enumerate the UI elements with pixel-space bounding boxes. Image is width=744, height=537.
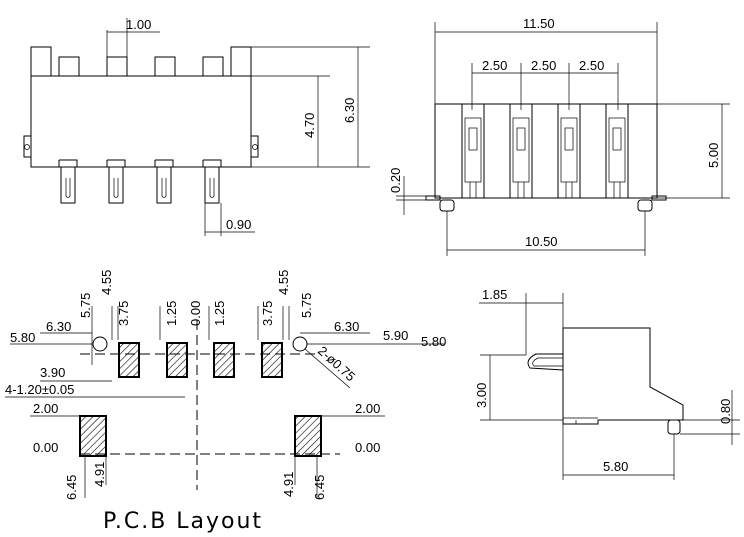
label-2-00-left: 2.00 (33, 401, 58, 416)
label-6-30-left: 6.30 (46, 319, 71, 334)
dim-length: 5.80 (603, 459, 628, 474)
x-label-1-25-right: 1.25 (212, 301, 227, 326)
dim-pitch-3: 2.50 (579, 58, 604, 73)
label-6-30-right: 6.30 (334, 319, 359, 334)
side-view: 1.85 3.00 0.80 5.80 (474, 287, 740, 480)
label-5-80-right: 5.80 (421, 334, 446, 349)
mount-hole-left (92, 336, 108, 352)
x-label-3-75-left: 3.75 (116, 301, 131, 326)
x-label-3-75-right: 3.75 (260, 301, 275, 326)
mount-hole-right (292, 336, 308, 352)
pcb-layout: 5.75 4.55 3.75 1.25 0.00 1.25 3.75 4.55 … (5, 270, 446, 534)
x-label-4-55-left: 4.55 (99, 270, 114, 295)
dim-peg: 0.80 (718, 399, 733, 424)
top-view: 11.50 2.50 2.50 2.50 (388, 16, 730, 256)
dim-pitch-2: 2.50 (531, 58, 556, 73)
x-label-4-55-right: 4.55 (276, 270, 291, 295)
dim-overall-width: 11.50 (523, 16, 555, 31)
dim-body-height: 4.70 (302, 113, 317, 138)
front-terminals (58, 159, 222, 204)
x-label-5-75-left: 5.75 (78, 293, 93, 318)
top-contacts (461, 103, 629, 199)
dim-offset: 0.20 (388, 168, 403, 193)
label-0-00-left: 0.00 (33, 440, 58, 455)
label-0-00-right: 0.00 (355, 440, 380, 455)
dim-depth: 5.00 (706, 143, 721, 168)
front-view: 1.00 4.70 6.30 0.90 (23, 17, 370, 236)
pcb-ground-pad-left (79, 415, 107, 457)
label-2-00-right: 2.00 (355, 401, 380, 416)
x-label-1-25-left: 1.25 (164, 301, 179, 326)
dim-pitch-front: 1.00 (126, 17, 151, 32)
pcb-layout-title: P.C.B Layout (103, 509, 263, 534)
dim-terminal-width: 0.90 (226, 217, 251, 232)
label-4-91-right: 4.91 (281, 472, 296, 497)
label-5-80-left: 5.80 (10, 330, 35, 345)
dim-peg-spacing: 10.50 (525, 234, 558, 249)
pcb-pad-3 (213, 342, 235, 378)
dim-pitch-1: 2.50 (482, 58, 507, 73)
pcb-pad-1 (118, 342, 140, 378)
pcb-pad-2 (166, 342, 188, 378)
x-label-0-00: 0.00 (188, 301, 203, 326)
label-5-90: 5.90 (383, 328, 408, 343)
label-6-45-left: 6.45 (64, 475, 79, 500)
pcb-ground-pad-right (294, 415, 322, 457)
x-label-5-75-right: 5.75 (299, 293, 314, 318)
label-6-45-right: 6.45 (312, 475, 327, 500)
pcb-pad-4 (261, 342, 283, 378)
label-3-90: 3.90 (40, 365, 65, 380)
label-pad-spec: 4-1.20±0.05 (5, 382, 74, 397)
dim-total-height: 6.30 (342, 98, 357, 123)
dim-side-height: 3.00 (474, 383, 489, 408)
dim-contact: 1.85 (482, 287, 507, 302)
label-4-91-left: 4.91 (92, 462, 107, 487)
